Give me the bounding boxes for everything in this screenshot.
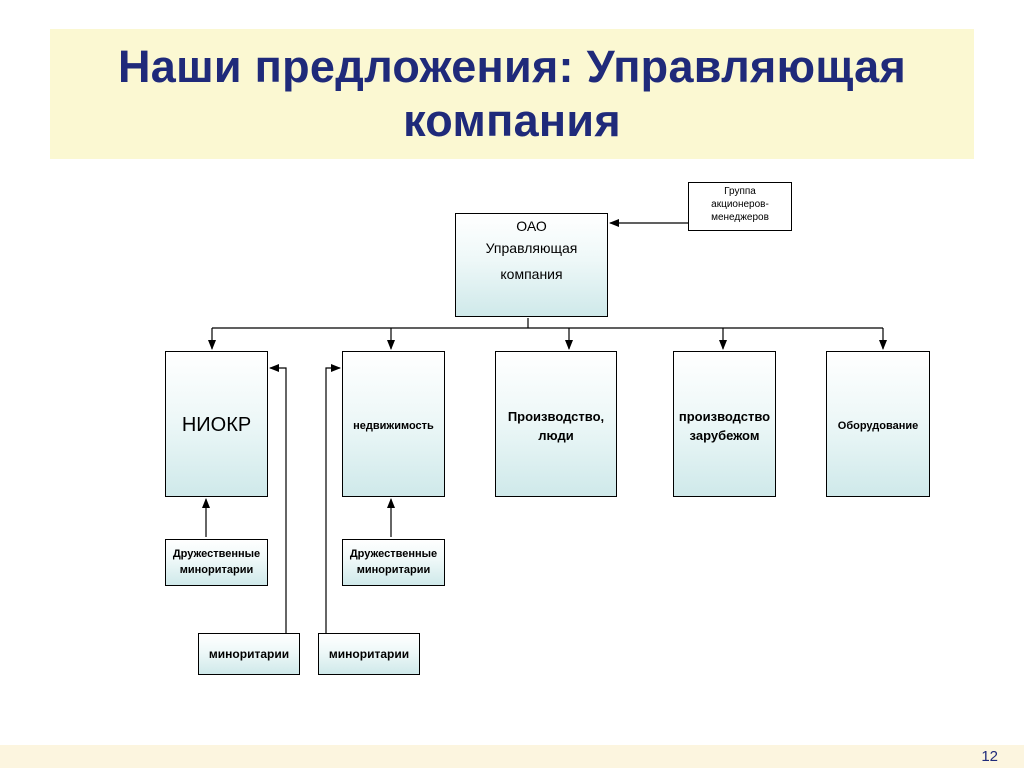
minorities-real-estate-label: миноритарии <box>328 647 410 661</box>
title-band: Наши предложения: Управляющая компания <box>50 29 974 159</box>
management-company-box: ОАО Управляющая компания <box>455 213 608 317</box>
connector-minorities-to-real-estate <box>325 364 341 633</box>
minorities-niokr-box: миноритарии <box>198 633 300 675</box>
production-abroad-box: производство зарубежом <box>673 351 776 497</box>
friendly-minorities-real-estate-line2: миноритарии <box>356 564 431 576</box>
production-people-box: Производство, люди <box>495 351 617 497</box>
minorities-niokr-label: миноритарии <box>208 647 290 661</box>
friendly-minorities-niokr-line1: Дружественные <box>172 548 261 560</box>
friendly-minorities-niokr-box: Дружественные миноритарии <box>165 539 268 586</box>
management-company-line1: ОАО <box>516 218 547 234</box>
friendly-minorities-niokr-line2: миноритарии <box>179 564 254 576</box>
footer-band: 12 <box>0 745 1024 768</box>
friendly-minorities-real-estate-box: Дружественные миноритарии <box>342 539 445 586</box>
page-number: 12 <box>981 748 998 765</box>
production-abroad-line2: зарубежом <box>689 428 760 443</box>
niokr-box: НИОКР <box>165 351 268 497</box>
minorities-real-estate-box: миноритарии <box>318 633 420 675</box>
shareholder-group-line1: Группа <box>724 186 756 197</box>
slide-title: Наши предложения: Управляющая компания <box>117 41 907 146</box>
shareholder-group-line3: менеджеров <box>711 212 769 223</box>
production-abroad-line1: производство <box>678 409 771 424</box>
production-people-line1: Производство, <box>507 409 605 424</box>
management-company-line3: компания <box>500 266 563 282</box>
management-company-line2: Управляющая <box>485 240 578 256</box>
connector-minorities-to-niokr <box>269 364 287 633</box>
real-estate-box: недвижимость <box>342 351 445 497</box>
niokr-label: НИОКР <box>181 414 252 436</box>
production-people-line2: люди <box>538 428 574 443</box>
equipment-label: Оборудование <box>837 420 919 432</box>
shareholder-group-line2: акционеров- <box>711 199 769 210</box>
equipment-box: Оборудование <box>826 351 930 497</box>
shareholder-group-box: Группа акционеров- менеджеров <box>688 182 792 231</box>
friendly-minorities-real-estate-line1: Дружественные <box>349 548 438 560</box>
real-estate-label: недвижимость <box>353 420 434 432</box>
